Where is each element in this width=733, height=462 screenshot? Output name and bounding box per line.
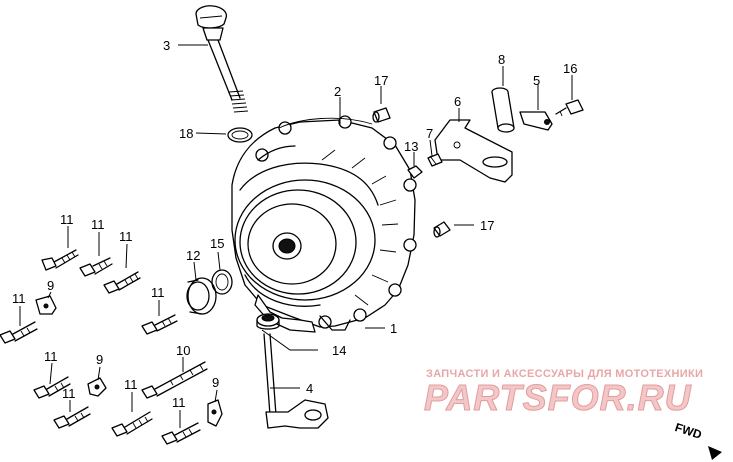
rod-4-part	[263, 333, 329, 429]
bolt-7-part	[427, 153, 443, 167]
seal-12-part	[186, 277, 217, 315]
callout-12: 12	[186, 248, 200, 263]
callout-15: 15	[210, 236, 224, 251]
callout-17-lower: 17	[480, 218, 494, 233]
dowel-pin-lower-part	[433, 221, 451, 238]
callout-17-upper: 17	[374, 73, 388, 88]
callout-13: 13	[404, 139, 418, 154]
gasket-part	[278, 117, 373, 129]
crankcase-cover-part	[231, 115, 417, 333]
watermark: ЗАПЧАСТИ И АКСЕССУАРЫ ДЛЯ МОТОТЕХНИКИ PA…	[424, 368, 703, 419]
callout-7: 7	[426, 126, 433, 141]
callout-11-d: 11	[12, 291, 26, 306]
callout-2: 2	[334, 84, 341, 99]
fwd-arrow-icon	[708, 446, 722, 460]
callout-4: 4	[306, 381, 313, 396]
callout-11-f: 11	[44, 349, 58, 364]
fwd-direction-marker: FWD	[673, 420, 722, 460]
callout-8: 8	[498, 52, 505, 67]
clip-part	[519, 111, 553, 131]
callout-10: 10	[176, 343, 190, 358]
callout-3: 3	[163, 38, 170, 53]
callout-labels: 3 2 17 18 8 5 16 6 7 13 17 12 15 11 11 1…	[12, 38, 577, 410]
bolts-11-group	[0, 249, 201, 445]
bolt-10-part	[141, 361, 208, 399]
dipstick-part	[195, 5, 249, 113]
callout-6: 6	[454, 94, 461, 109]
nut-13-part	[407, 165, 423, 179]
callout-11-i: 11	[172, 395, 186, 410]
o-ring-part	[227, 127, 253, 143]
callout-5: 5	[533, 73, 540, 88]
watermark-tagline: ЗАПЧАСТИ И АКСЕССУАРЫ ДЛЯ МОТОТЕХНИКИ	[426, 368, 703, 380]
callout-11-b: 11	[91, 217, 105, 232]
fwd-label: FWD	[673, 420, 704, 442]
callout-1: 1	[390, 321, 397, 336]
callout-16: 16	[563, 61, 577, 76]
callout-14: 14	[332, 343, 346, 358]
grommet-14-part	[256, 313, 280, 330]
ring-15-part	[211, 269, 233, 295]
tube-part	[491, 87, 515, 133]
callout-11-c: 11	[119, 229, 133, 244]
callout-11-h: 11	[62, 386, 76, 401]
callout-9-b: 9	[96, 352, 103, 367]
bracket-part	[434, 119, 513, 183]
callout-11-e: 11	[151, 285, 165, 300]
callout-18: 18	[179, 126, 193, 141]
leader-lines	[19, 44, 573, 428]
bolt-16-part	[555, 99, 584, 117]
callout-9-c: 9	[212, 375, 219, 390]
watermark-brand: PARTSFOR.RU	[424, 377, 692, 418]
dowel-pin-upper-part	[372, 107, 391, 123]
callout-11-a: 11	[60, 212, 74, 227]
callout-9-a: 9	[47, 278, 54, 293]
clips-9-group	[35, 295, 223, 427]
callout-11-g: 11	[124, 377, 138, 392]
